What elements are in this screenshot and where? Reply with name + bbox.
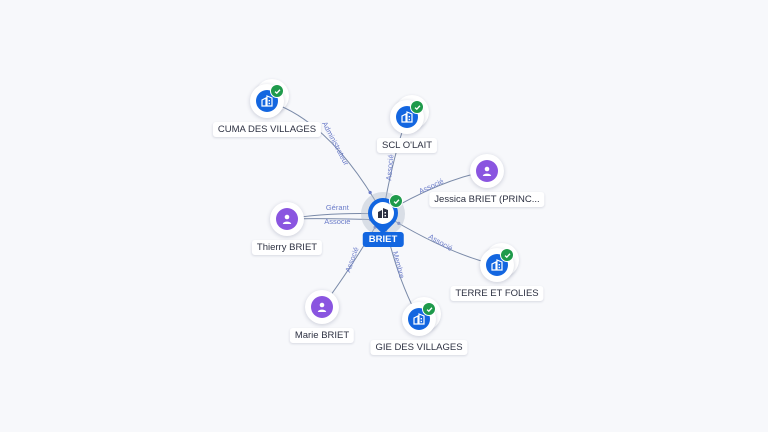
node-disc bbox=[305, 290, 339, 324]
edge-label: Associé bbox=[324, 217, 350, 226]
edge-arrow bbox=[397, 221, 401, 225]
node-disc bbox=[470, 154, 504, 188]
edge-label: Administrateur bbox=[320, 120, 351, 167]
edge-label: Associé bbox=[343, 246, 360, 274]
center-node-label: BRIET bbox=[362, 232, 404, 247]
node-label: Marie BRIET bbox=[289, 328, 355, 343]
verified-check-icon bbox=[389, 194, 403, 208]
node-disc bbox=[250, 79, 289, 118]
edge-label: Associé bbox=[384, 154, 395, 181]
edge-arrow bbox=[368, 190, 372, 195]
node-label: Jessica BRIET (PRINC... bbox=[429, 192, 545, 207]
node-disc bbox=[390, 95, 429, 134]
person-icon bbox=[476, 160, 498, 182]
verified-check-icon bbox=[270, 84, 284, 98]
verified-check-icon bbox=[500, 248, 514, 262]
building-icon bbox=[372, 202, 394, 224]
node-disc bbox=[270, 202, 304, 236]
person-icon bbox=[276, 208, 298, 230]
node-label: Thierry BRIET bbox=[251, 240, 323, 255]
node-disc bbox=[402, 297, 441, 336]
person-icon bbox=[311, 296, 333, 318]
node-label: TERRE ET FOLIES bbox=[450, 286, 544, 301]
verified-check-icon bbox=[410, 100, 424, 114]
node-label: GIE DES VILLAGES bbox=[370, 340, 468, 355]
edge-label: Gérant bbox=[326, 203, 350, 212]
edge-label: Membre bbox=[391, 250, 407, 279]
node-disc bbox=[480, 243, 519, 282]
node-label: CUMA DES VILLAGES bbox=[212, 122, 322, 137]
edge-cuma bbox=[266, 100, 384, 215]
edge-label: Associé bbox=[427, 232, 454, 253]
verified-check-icon bbox=[422, 302, 436, 316]
node-label: SCL O'LAIT bbox=[376, 138, 438, 153]
